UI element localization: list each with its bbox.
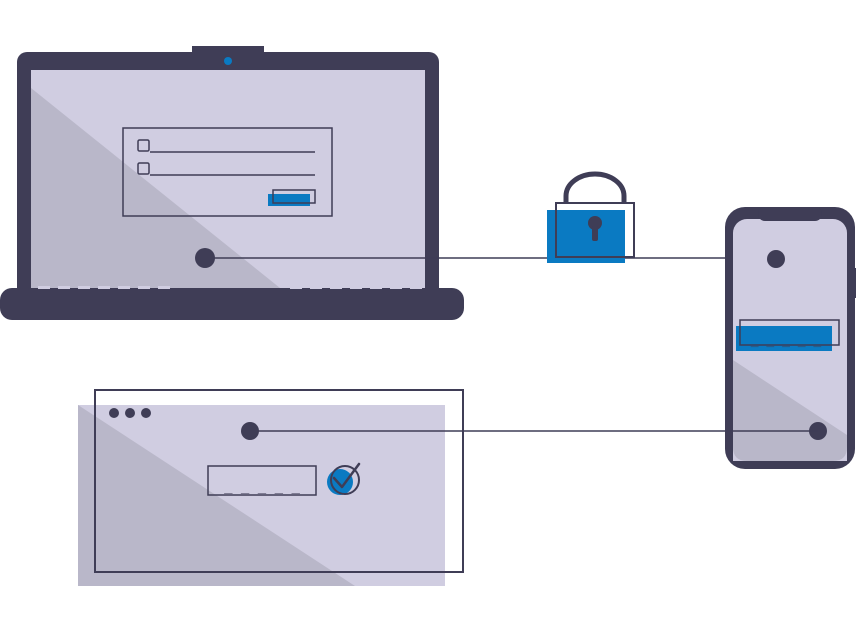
browser-code-placeholder: _ _ _ _ _ bbox=[224, 478, 300, 494]
browser-code-field: _ _ _ _ _ bbox=[207, 465, 317, 496]
laptop-base bbox=[0, 288, 464, 320]
padlock-shackle bbox=[563, 171, 627, 203]
checkbox-icon bbox=[137, 162, 150, 175]
browser-frame bbox=[94, 389, 464, 573]
browser-window-icon: _ _ _ _ _ bbox=[78, 389, 464, 586]
laptop-connection-node bbox=[195, 248, 215, 268]
padlock-body-outline bbox=[555, 202, 635, 258]
phone-connection-node-top bbox=[767, 250, 785, 268]
checkbox-icon bbox=[137, 139, 150, 152]
phone-code-field: _ _ _ _ _ bbox=[736, 319, 840, 351]
phone-code-placeholder: _ _ _ _ _ bbox=[751, 333, 822, 348]
laptop-webcam-dot bbox=[224, 57, 232, 65]
padlock-keyhole bbox=[588, 216, 602, 230]
login-submit-button bbox=[268, 194, 310, 206]
laptop-icon bbox=[0, 46, 464, 320]
browser-window-dots bbox=[109, 408, 151, 418]
browser-connection-node bbox=[241, 422, 259, 440]
phone-notch bbox=[758, 207, 822, 221]
padlock-body bbox=[547, 210, 625, 263]
smartphone-icon: _ _ _ _ _ bbox=[725, 207, 856, 469]
laptop-login-form bbox=[122, 127, 333, 217]
laptop-screen-shadow bbox=[31, 88, 290, 296]
padlock-icon bbox=[547, 171, 635, 263]
laptop-webcam-bar bbox=[192, 46, 264, 54]
checkmark-icon bbox=[327, 462, 361, 495]
laptop-keyboard-notches bbox=[38, 286, 422, 289]
